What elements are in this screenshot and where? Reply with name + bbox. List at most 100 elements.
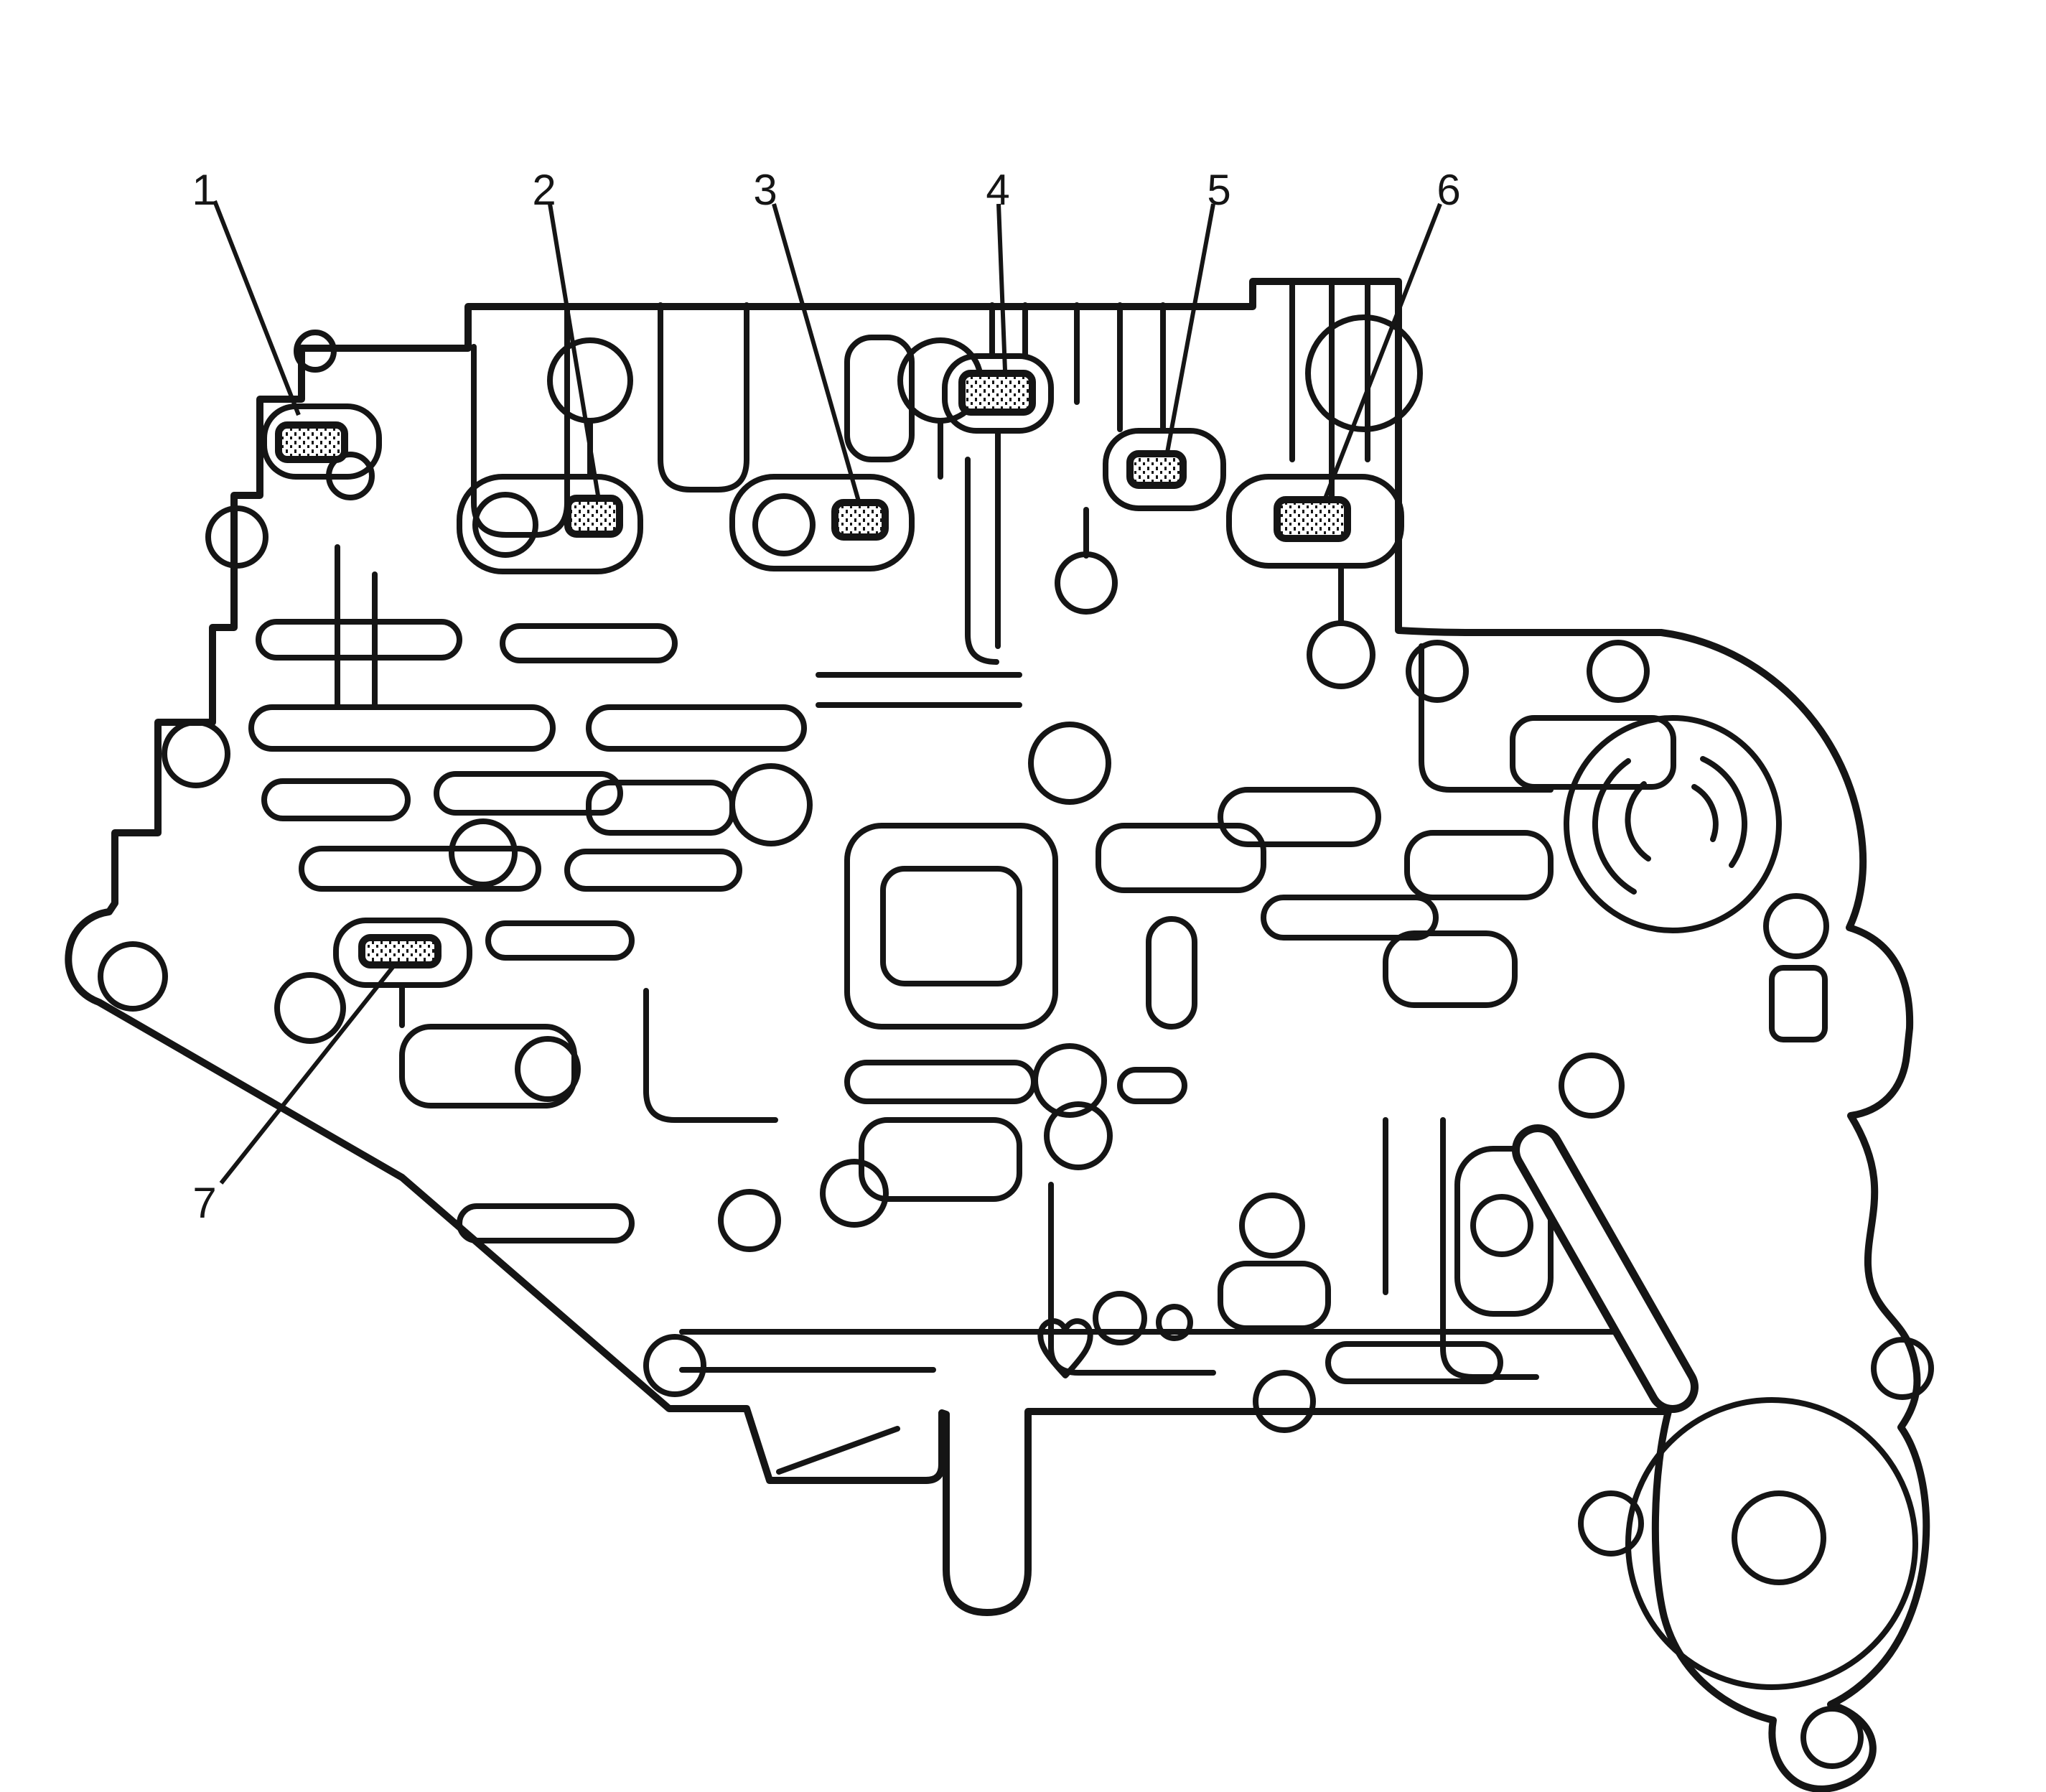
bolt-holes-shape	[1253, 1370, 1316, 1433]
upper-boss-shape	[1564, 715, 1782, 933]
bolt-holes-shape	[1239, 1193, 1305, 1259]
internal-passages-shape	[485, 920, 635, 961]
bolt-holes-shape	[547, 337, 633, 424]
callout-3: 3	[753, 166, 889, 541]
bolt-holes-shape	[515, 1036, 581, 1102]
bolt-holes-shape	[1028, 722, 1111, 805]
internal-passages-shape	[729, 474, 915, 571]
screen-marker-1	[275, 421, 348, 463]
bolt-holes-shape	[1055, 551, 1118, 615]
internal-passages-shape	[1146, 916, 1197, 1030]
internal-passages-shape	[1096, 823, 1266, 893]
bolt-holes-shape	[752, 493, 816, 556]
bolt-holes-shape	[729, 763, 813, 846]
internal-passages-shape	[643, 988, 778, 1123]
internal-passages-shape	[1419, 643, 1554, 793]
leader-line	[212, 200, 301, 416]
bolt-holes-shape	[1559, 1053, 1625, 1119]
leader-line	[548, 203, 600, 496]
internal-passages-shape	[1117, 1067, 1187, 1104]
internal-passages-shape	[658, 302, 749, 493]
upper-boss	[1564, 715, 1782, 933]
screen-marker-3	[831, 499, 889, 541]
callout-number-6: 6	[1437, 166, 1460, 214]
leader-line	[1323, 202, 1442, 500]
bolt-holes-shape	[1587, 640, 1650, 703]
internal-passages-shape	[1440, 1117, 1539, 1380]
lower-boss	[1625, 1397, 1918, 1769]
leader-line	[772, 203, 861, 502]
bolt-holes-shape	[98, 941, 168, 1012]
screen-marker-7	[358, 934, 442, 969]
internal-passages-shape	[434, 771, 623, 816]
upper-boss-shape	[1691, 784, 1719, 842]
internal-passages-shape	[844, 335, 915, 462]
valve-body-drawing	[65, 278, 1934, 1792]
bolt-holes-shape	[205, 505, 268, 569]
callout-number-2: 2	[532, 166, 556, 214]
bolt-holes	[98, 314, 1934, 1557]
internal-passages-shape	[299, 846, 541, 892]
internal-passages-shape	[457, 1203, 635, 1243]
internal-passages-shape	[261, 778, 411, 821]
bolt-holes-shape	[1871, 1337, 1934, 1400]
bolt-holes-shape	[1156, 1304, 1193, 1341]
callout-number-3: 3	[753, 166, 777, 214]
internal-passages-shape	[1218, 1261, 1331, 1331]
leader-line	[996, 203, 1007, 371]
bolt-holes-shape	[162, 719, 230, 788]
bolt-holes-shape	[449, 818, 518, 887]
screen-marker-5	[1126, 450, 1187, 489]
diagonal-slot-inner	[1520, 1132, 1691, 1405]
bolt-holes-shape	[294, 330, 337, 373]
internal-passages-shape	[1261, 895, 1439, 941]
lower-boss-shape	[1625, 1397, 1918, 1690]
bolt-holes-shape	[718, 1189, 781, 1252]
bolt-holes-shape	[1093, 1291, 1147, 1345]
callout-2: 2	[532, 166, 623, 538]
internal-passages-shape	[399, 1024, 577, 1109]
heart-cutout	[1037, 1318, 1093, 1378]
callout-6: 6	[1274, 166, 1461, 542]
bolt-holes-shape	[1044, 1101, 1113, 1170]
internal-passages-shape	[256, 619, 462, 661]
callout-number-1: 1	[192, 166, 215, 214]
internal-passages-shape	[500, 623, 678, 663]
callout-number-4: 4	[986, 166, 1009, 214]
internal-passages-shape	[859, 1117, 1022, 1202]
internal-passages-shape	[1769, 965, 1828, 1042]
bolt-holes-shape	[1406, 640, 1469, 703]
internal-passages-shape	[1454, 1146, 1554, 1317]
internal-passages-shape	[880, 866, 1022, 986]
internal-passages-shape	[1510, 715, 1676, 790]
internal-passages-shape	[1383, 930, 1518, 1008]
bolt-holes-shape	[1578, 1490, 1644, 1557]
internal-passages-shape	[248, 704, 556, 752]
internal-passages-shape	[457, 474, 643, 574]
leader-line	[1165, 203, 1215, 453]
bolt-holes-shape	[820, 1159, 889, 1228]
internal-passages	[248, 279, 1828, 1475]
bolt-holes-shape	[1470, 1194, 1533, 1257]
callout-number-7: 7	[192, 1179, 216, 1227]
lower-boss-shape	[1800, 1706, 1864, 1769]
internal-passages-shape	[844, 823, 1058, 1030]
internal-passages-shape	[776, 1426, 900, 1475]
bolt-holes-shape	[1305, 314, 1423, 432]
upper-boss-shape	[1592, 758, 1637, 895]
lower-boss-shape	[1732, 1490, 1826, 1585]
screen-marker-2	[564, 495, 623, 538]
bolt-holes-shape	[274, 972, 346, 1044]
internal-passages-shape	[564, 849, 742, 892]
internal-passages-shape	[1404, 830, 1554, 900]
callout-7: 7	[192, 934, 442, 1227]
internal-passages-shape	[586, 704, 807, 752]
screen-marker-6	[1274, 496, 1351, 542]
internal-passages-shape	[1218, 787, 1381, 847]
bolt-holes-shape	[1763, 893, 1829, 959]
upper-boss-shape	[1625, 781, 1651, 862]
upper-boss-shape	[1700, 756, 1747, 868]
internal-passages-shape	[261, 403, 382, 480]
callout-number-5: 5	[1207, 166, 1230, 214]
internal-passages-shape	[1325, 1341, 1503, 1384]
